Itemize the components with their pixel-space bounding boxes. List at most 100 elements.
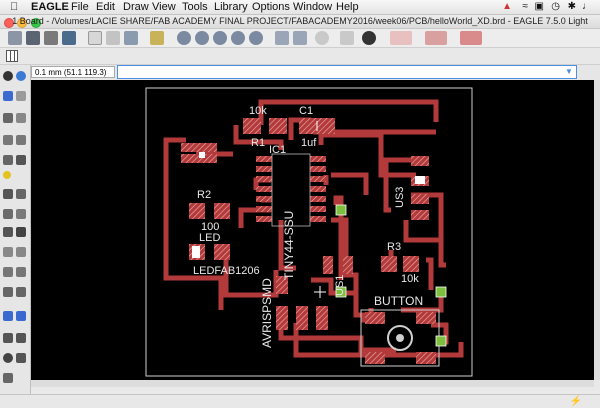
rotate-icon[interactable] xyxy=(16,135,26,145)
help-icon[interactable] xyxy=(362,31,376,45)
led-marker xyxy=(192,246,200,258)
menu-file[interactable]: File xyxy=(71,1,89,13)
menu-tools[interactable]: Tools xyxy=(182,1,208,13)
stop-icon[interactable] xyxy=(315,31,329,45)
copy-icon[interactable] xyxy=(16,113,26,123)
board-outline xyxy=(145,87,473,377)
arc-icon[interactable] xyxy=(3,353,13,363)
zoom-out-icon[interactable] xyxy=(213,31,227,45)
wifi-icon[interactable]: ≈ xyxy=(522,1,529,12)
menu-help[interactable]: Help xyxy=(336,1,359,13)
design-link-icon[interactable] xyxy=(390,31,412,45)
value-icon[interactable] xyxy=(16,247,26,257)
text-icon[interactable] xyxy=(3,333,13,343)
menu-view[interactable]: View xyxy=(152,1,176,13)
mirror-icon[interactable] xyxy=(3,135,13,145)
optimize-icon[interactable] xyxy=(16,267,26,277)
display-icon[interactable]: ▣ xyxy=(534,1,544,12)
apple-icon[interactable]:  xyxy=(10,0,18,14)
use-library-icon[interactable] xyxy=(106,31,120,45)
horizontal-scrollbar[interactable] xyxy=(31,380,594,387)
menu-library[interactable]: Library xyxy=(214,1,248,13)
r1-pad-right xyxy=(269,118,287,134)
menu-draw[interactable]: Draw xyxy=(123,1,149,13)
vertical-scrollbar[interactable] xyxy=(594,80,600,380)
us1-pad-right xyxy=(343,256,353,274)
zoom-fit-icon[interactable] xyxy=(177,31,191,45)
move-icon[interactable] xyxy=(3,113,13,123)
go-icon[interactable] xyxy=(340,31,354,45)
redo-icon[interactable] xyxy=(293,31,307,45)
meander-icon[interactable] xyxy=(3,287,13,297)
redraw-icon[interactable] xyxy=(249,31,263,45)
lock-icon[interactable] xyxy=(3,227,13,237)
menu-window[interactable]: Window xyxy=(293,1,333,13)
cam-processor-icon[interactable] xyxy=(62,31,76,45)
sheet-icon[interactable] xyxy=(88,31,102,45)
avrisp-pads xyxy=(276,276,328,330)
connector-left-pad-1 xyxy=(181,143,217,152)
circle-icon[interactable] xyxy=(16,333,26,343)
led-value-label: LEDFAB1206 xyxy=(193,265,260,277)
parameter-toolbar xyxy=(0,48,600,65)
avrisp-label: AVRISPSMD xyxy=(260,278,274,348)
c1-value-label: 1uf xyxy=(301,137,317,149)
board-canvas[interactable]: 10k C1 1uf R1 IC1 TINY44-SSU US3 R2 100 … xyxy=(31,80,594,380)
info-icon[interactable] xyxy=(3,71,13,81)
volume-icon[interactable]: ♩ xyxy=(582,1,592,12)
command-bar: 0.1 mm (51.1 119.3) ▼ xyxy=(31,65,600,80)
add-icon[interactable] xyxy=(16,189,26,199)
change-icon[interactable] xyxy=(16,155,26,165)
mark-icon[interactable] xyxy=(16,91,26,101)
zoom-select-icon[interactable] xyxy=(231,31,245,45)
show-icon[interactable] xyxy=(16,71,26,81)
clock-icon[interactable]: ◷ xyxy=(551,1,560,12)
grid-icon[interactable] xyxy=(6,50,18,62)
menu-options[interactable]: Options xyxy=(252,1,290,13)
zoom-window-icon[interactable] xyxy=(30,18,41,28)
polygon-icon[interactable] xyxy=(3,373,13,383)
cam-link-icon[interactable] xyxy=(460,31,482,45)
r3-pad-left xyxy=(381,256,397,272)
r1-name-label: R1 xyxy=(251,137,265,149)
replace-icon[interactable] xyxy=(16,209,26,219)
rect-icon[interactable] xyxy=(16,353,26,363)
minimize-window-icon[interactable] xyxy=(17,18,28,28)
ic1-pads-right xyxy=(310,156,326,222)
command-line-input[interactable]: ▼ xyxy=(117,65,577,79)
adobe-icon[interactable]: ▲ xyxy=(502,1,512,12)
close-window-icon[interactable] xyxy=(4,18,14,28)
paste-icon[interactable] xyxy=(3,171,11,179)
ic1-name-label: IC1 xyxy=(269,144,286,156)
run-ulp-icon[interactable] xyxy=(150,31,164,45)
button-pad-3 xyxy=(365,352,385,364)
save-icon[interactable] xyxy=(26,31,40,45)
delete-icon[interactable] xyxy=(3,189,13,199)
stop-sign-icon[interactable]: ⚡ xyxy=(569,396,582,407)
menubar:  EAGLE File Edit Draw View Tools Librar… xyxy=(0,0,600,15)
ic1-value-label: TINY44-SSU xyxy=(282,211,296,280)
r1-pad-left xyxy=(243,118,261,134)
menu-app-name[interactable]: EAGLE xyxy=(31,1,69,13)
pcb-layout[interactable]: 10k C1 1uf R1 IC1 TINY44-SSU US3 R2 100 … xyxy=(31,80,594,380)
pinswap-icon[interactable] xyxy=(3,209,13,219)
tool-palette xyxy=(0,65,31,397)
menu-edit[interactable]: Edit xyxy=(96,1,115,13)
split-icon[interactable] xyxy=(3,267,13,277)
script-icon[interactable] xyxy=(124,31,138,45)
name-icon[interactable] xyxy=(3,247,13,257)
c1-pad-left xyxy=(299,118,317,134)
pcb-quote-icon[interactable] xyxy=(425,31,447,45)
group-icon[interactable] xyxy=(3,155,13,165)
wire-icon[interactable] xyxy=(16,311,26,321)
open-icon[interactable] xyxy=(8,31,22,45)
display-layers-icon[interactable] xyxy=(3,91,13,101)
bluetooth-icon[interactable]: ✱ xyxy=(567,1,576,12)
undo-icon[interactable] xyxy=(275,31,289,45)
route-icon[interactable] xyxy=(16,287,26,297)
zoom-in-icon[interactable] xyxy=(195,31,209,45)
print-icon[interactable] xyxy=(44,31,58,45)
smash-icon[interactable] xyxy=(16,227,26,237)
chevron-down-icon[interactable]: ▼ xyxy=(565,67,573,76)
ripup-icon[interactable] xyxy=(3,311,13,321)
